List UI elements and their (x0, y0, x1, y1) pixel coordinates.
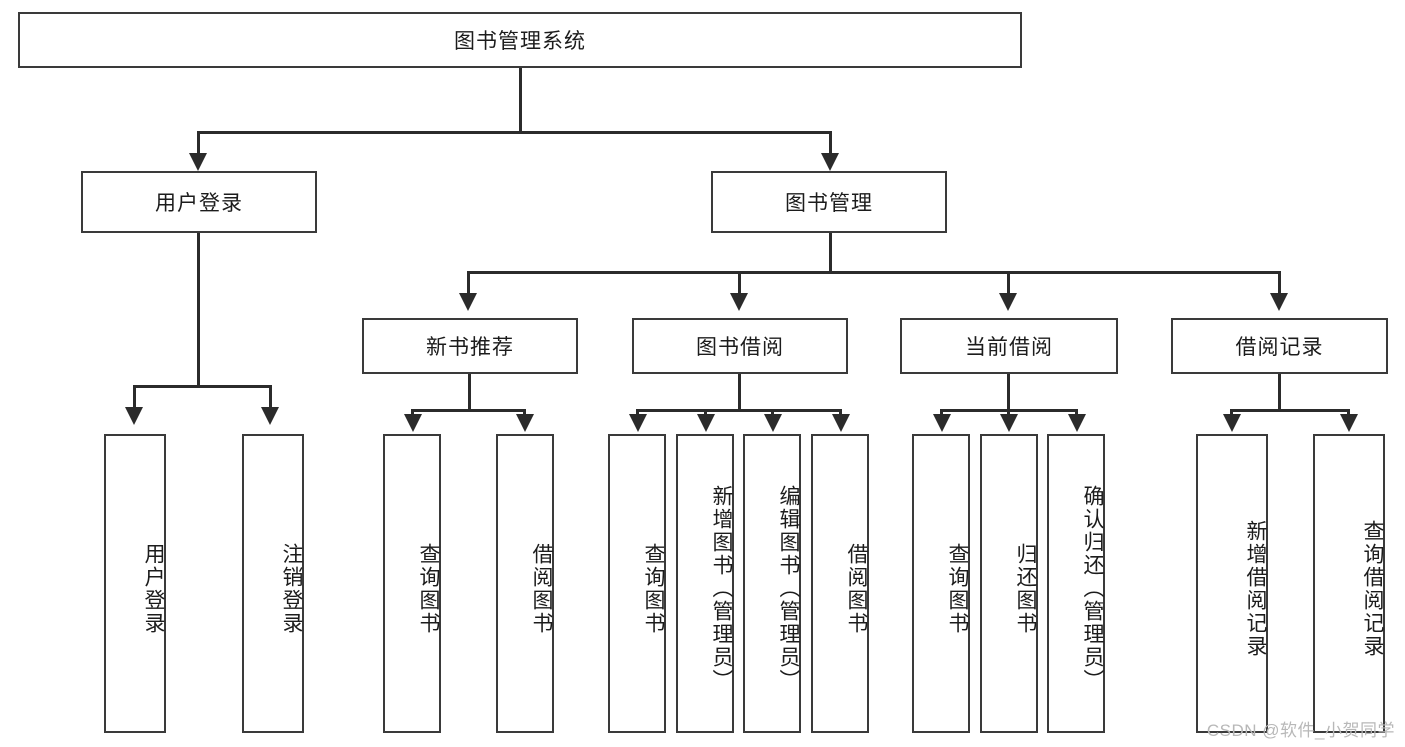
leaf-current-borrow-1[interactable]: 查询图书 (912, 434, 970, 733)
edge-bus-book-borrow-leaves (636, 409, 842, 412)
edge-book-borrow-stem (738, 374, 741, 409)
node-label: 借阅图书 (530, 542, 553, 635)
edge-drop-borrow-record (1278, 271, 1281, 295)
edge-root-stem (519, 68, 522, 131)
leaf-new-book-recommend-2[interactable]: 借阅图书 (496, 434, 554, 733)
arrow-to-br-leaf-2 (1340, 414, 1358, 432)
arrow-to-nbr-leaf-2 (516, 414, 534, 432)
edge-drop-book-borrow (738, 271, 741, 295)
edge-current-borrow-stem (1007, 374, 1010, 409)
arrow-to-borrow-record (1270, 293, 1288, 311)
node-root-book-management-system[interactable]: 图书管理系统 (18, 12, 1022, 68)
node-book-management[interactable]: 图书管理 (711, 171, 947, 233)
edge-new-book-recommend-stem (468, 374, 471, 409)
node-new-book-recommend[interactable]: 新书推荐 (362, 318, 578, 374)
edge-borrow-record-stem (1278, 374, 1281, 409)
edge-drop-user-login-leaf-2 (269, 385, 272, 409)
node-label: 用户登录 (155, 192, 243, 215)
node-user-login[interactable]: 用户登录 (81, 171, 317, 233)
leaf-book-borrow-3[interactable]: 编辑图书（管理员） (743, 434, 801, 733)
leaf-book-borrow-4[interactable]: 借阅图书 (811, 434, 869, 733)
edge-book-management-stem (829, 233, 832, 271)
node-borrow-record[interactable]: 借阅记录 (1171, 318, 1388, 374)
node-label: 用户登录 (142, 542, 165, 635)
node-label: 当前借阅 (965, 336, 1053, 359)
node-label: 图书借阅 (696, 336, 784, 359)
edge-drop-user-login-leaf-1 (133, 385, 136, 409)
node-label: 新增借阅记录 (1244, 519, 1267, 658)
edge-bus-user-login-leaves (133, 385, 272, 388)
edge-drop-new-book-recommend (467, 271, 470, 295)
node-book-borrow[interactable]: 图书借阅 (632, 318, 848, 374)
edge-bus-level3 (467, 271, 1281, 274)
arrow-to-user-login-leaf-2 (261, 407, 279, 425)
node-label: 借阅图书 (845, 542, 868, 635)
arrow-to-nbr-leaf-1 (404, 414, 422, 432)
leaf-borrow-record-2[interactable]: 查询借阅记录 (1313, 434, 1385, 733)
leaf-book-borrow-2[interactable]: 新增图书（管理员） (676, 434, 734, 733)
arrow-to-user-login-leaf-1 (125, 407, 143, 425)
node-label: 图书管理系统 (454, 30, 586, 53)
node-label: 借阅记录 (1235, 336, 1324, 359)
arrow-to-book-management (821, 153, 839, 171)
watermark-text: CSDN @软件_小贺同学 (1206, 721, 1395, 740)
arrow-to-cb-leaf-3 (1068, 414, 1086, 432)
node-current-borrow[interactable]: 当前借阅 (900, 318, 1118, 374)
leaf-current-borrow-3[interactable]: 确认归还（管理员） (1047, 434, 1105, 733)
edge-bus-borrow-record-leaves (1230, 409, 1350, 412)
node-label: 查询图书 (946, 542, 969, 635)
arrow-to-current-borrow (999, 293, 1017, 311)
node-label: 查询图书 (417, 542, 440, 635)
node-label: 确认归还（管理员） (1081, 485, 1104, 692)
node-label: 归还图书 (1014, 542, 1037, 635)
arrow-to-bb-leaf-4 (832, 414, 850, 432)
leaf-user-login-1[interactable]: 用户登录 (104, 434, 166, 733)
edge-bus-new-book-recommend-leaves (411, 409, 526, 412)
arrow-to-cb-leaf-1 (933, 414, 951, 432)
node-label: 查询图书 (642, 542, 665, 635)
node-label: 注销登录 (280, 542, 303, 635)
node-label: 新增图书（管理员） (710, 485, 733, 692)
edge-drop-book-management (829, 131, 832, 155)
arrow-to-br-leaf-1 (1223, 414, 1241, 432)
arrow-to-bb-leaf-3 (764, 414, 782, 432)
node-label: 新书推荐 (426, 336, 514, 359)
edge-drop-user-login (197, 131, 200, 155)
leaf-borrow-record-1[interactable]: 新增借阅记录 (1196, 434, 1268, 733)
arrow-to-bb-leaf-2 (697, 414, 715, 432)
node-label: 查询借阅记录 (1361, 519, 1384, 658)
edge-drop-current-borrow (1007, 271, 1010, 295)
arrow-to-new-book-recommend (459, 293, 477, 311)
arrow-to-bb-leaf-1 (629, 414, 647, 432)
leaf-user-login-2[interactable]: 注销登录 (242, 434, 304, 733)
leaf-book-borrow-1[interactable]: 查询图书 (608, 434, 666, 733)
arrow-to-user-login (189, 153, 207, 171)
leaf-current-borrow-2[interactable]: 归还图书 (980, 434, 1038, 733)
leaf-new-book-recommend-1[interactable]: 查询图书 (383, 434, 441, 733)
arrow-to-book-borrow (730, 293, 748, 311)
node-label: 图书管理 (785, 192, 873, 215)
edge-bus-level2 (197, 131, 832, 134)
arrow-to-cb-leaf-2 (1000, 414, 1018, 432)
node-label: 编辑图书（管理员） (777, 485, 800, 692)
edge-user-login-stem (197, 233, 200, 385)
